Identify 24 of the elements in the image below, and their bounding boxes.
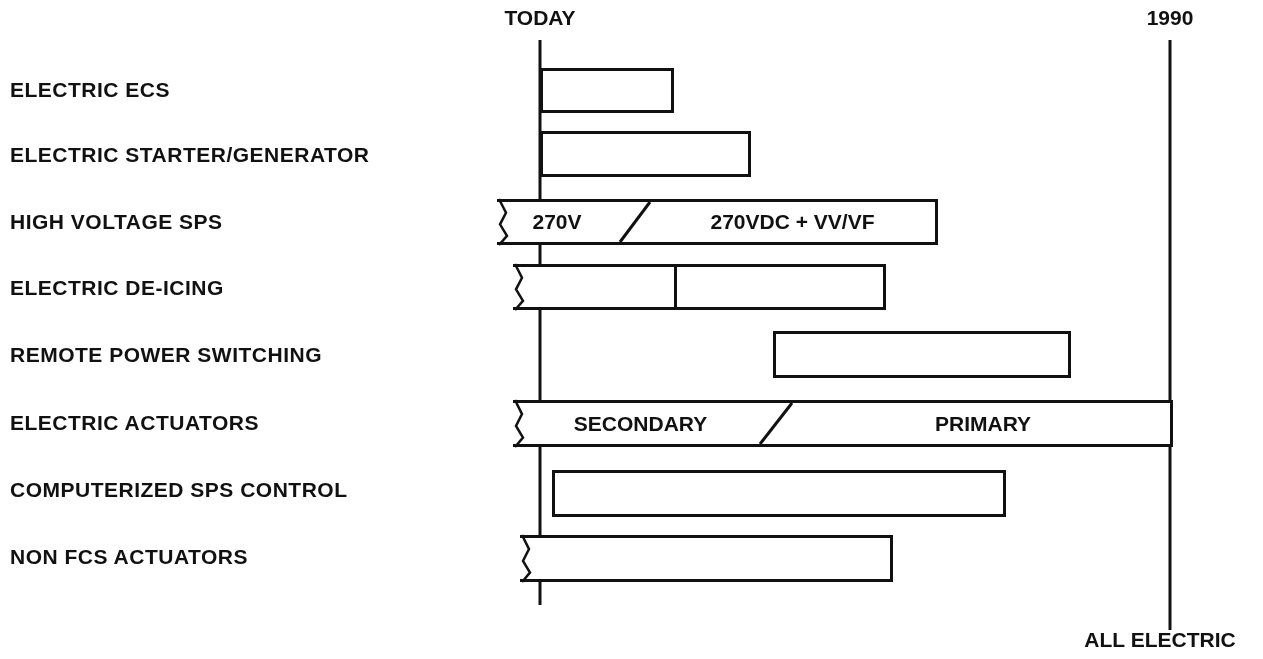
timeline-bar	[674, 264, 886, 310]
row-label: HIGH VOLTAGE SPS	[10, 210, 223, 234]
timeline-bar	[552, 470, 1006, 517]
row-label: ELECTRIC ECS	[10, 78, 170, 102]
timeline-bar	[540, 131, 751, 177]
timeline-bar	[520, 535, 893, 582]
milestone-label: ALL ELECTRIC	[1084, 628, 1236, 652]
timeline-bar	[773, 331, 1071, 378]
timeline-marker-label: TODAY	[504, 6, 576, 30]
bar-label: 270VDC + VV/VF	[710, 210, 875, 234]
row-label: REMOTE POWER SWITCHING	[10, 343, 322, 367]
bar-label: PRIMARY	[934, 411, 1032, 436]
row-label: NON FCS ACTUATORS	[10, 545, 248, 569]
row-label: ELECTRIC ACTUATORS	[10, 411, 259, 435]
row-label: ELECTRIC DE-ICING	[10, 276, 224, 300]
timeline-bar	[497, 199, 938, 245]
timeline-marker-label: 1990	[1146, 6, 1194, 30]
timeline-bar	[513, 264, 677, 310]
bar-label: 270V	[532, 210, 582, 234]
timeline-bar	[513, 400, 1173, 447]
row-label: COMPUTERIZED SPS CONTROL	[10, 478, 348, 502]
timeline-bar	[540, 68, 674, 113]
bar-label: SECONDARY	[573, 411, 708, 436]
row-label: ELECTRIC STARTER/GENERATOR	[10, 143, 370, 167]
